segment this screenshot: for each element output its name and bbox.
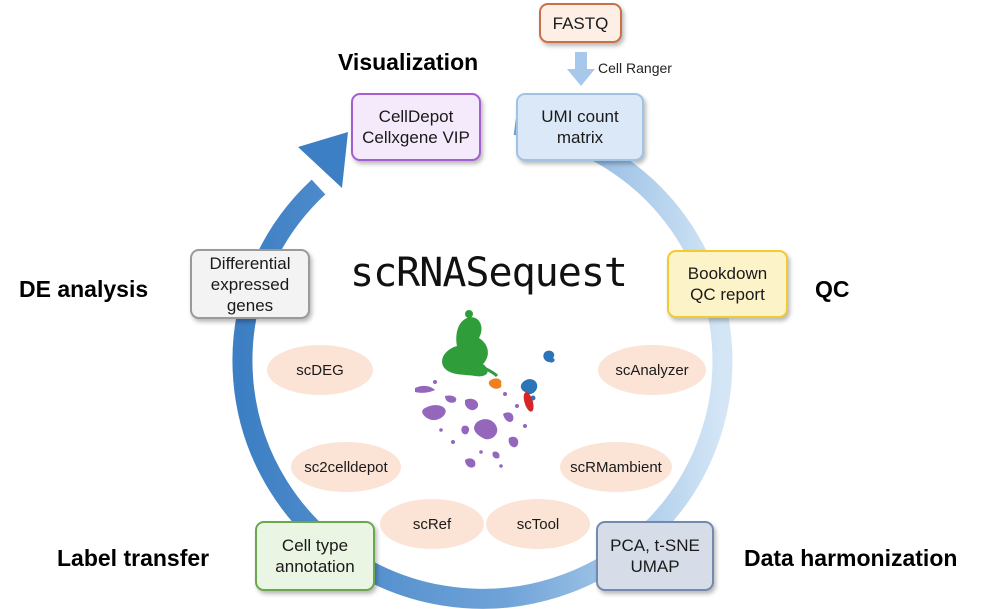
down-arrow-icon: [567, 52, 595, 86]
visualization-line-2: Cellxgene VIP: [362, 128, 470, 147]
stage-visualization: Visualization: [338, 49, 479, 75]
umap-plot: [415, 310, 555, 468]
qc-line-1: Bookdown: [687, 264, 768, 283]
tool-title: scRNASequest: [350, 250, 628, 296]
umap-cluster-purple: [415, 380, 527, 468]
ring-arc: [232, 115, 733, 609]
de-line-3: genes: [226, 295, 274, 315]
umi-line-1: UMI count: [541, 107, 619, 126]
tool-scref: scRef: [380, 499, 484, 549]
cell-ranger-label: Cell Ranger: [598, 60, 672, 76]
stage-label-transfer: Label transfer: [57, 545, 210, 571]
annotation-line-2: annotation: [275, 557, 355, 576]
fastq-box: FASTQ: [539, 3, 622, 43]
umap-cluster-green: [442, 310, 499, 378]
tool-scrmambient: scRMambient: [560, 442, 672, 492]
cell-type-annotation-box: Cell type annotation: [255, 521, 375, 591]
umi-count-matrix-box: UMI count matrix: [516, 93, 644, 161]
tool-sctool: scTool: [486, 499, 590, 549]
harmonization-line-2: UMAP: [630, 557, 680, 576]
harmonization-line-1: PCA, t-SNE: [610, 536, 700, 555]
tool-scdeg: scDEG: [267, 345, 373, 395]
fastq-label: FASTQ: [552, 13, 609, 33]
umi-line-2: matrix: [556, 128, 604, 147]
qc-line-2: QC report: [690, 285, 765, 304]
umap-cluster-blue: [520, 350, 555, 401]
visualization-line-1: CellDepot: [378, 107, 454, 126]
tool-scanalyzer: scAnalyzer: [598, 345, 706, 395]
harmonization-box: PCA, t-SNE UMAP: [596, 521, 714, 591]
umap-cluster-red: [523, 392, 534, 412]
umap-cluster-orange: [488, 378, 502, 389]
visualization-box: CellDepot Cellxgene VIP: [351, 93, 481, 161]
stage-de-analysis: DE analysis: [19, 276, 149, 302]
qc-report-box: Bookdown QC report: [667, 250, 788, 318]
de-line-1: Differential: [209, 253, 291, 273]
de-genes-box: Differential expressed genes: [190, 249, 310, 319]
annotation-line-1: Cell type: [281, 536, 349, 555]
stage-data-harmonization: Data harmonization: [744, 545, 958, 571]
de-line-2: expressed: [210, 274, 290, 294]
ring-arrowhead: [298, 132, 348, 188]
stage-qc: QC: [815, 276, 850, 302]
tool-sc2celldepot: sc2celldepot: [291, 442, 401, 492]
